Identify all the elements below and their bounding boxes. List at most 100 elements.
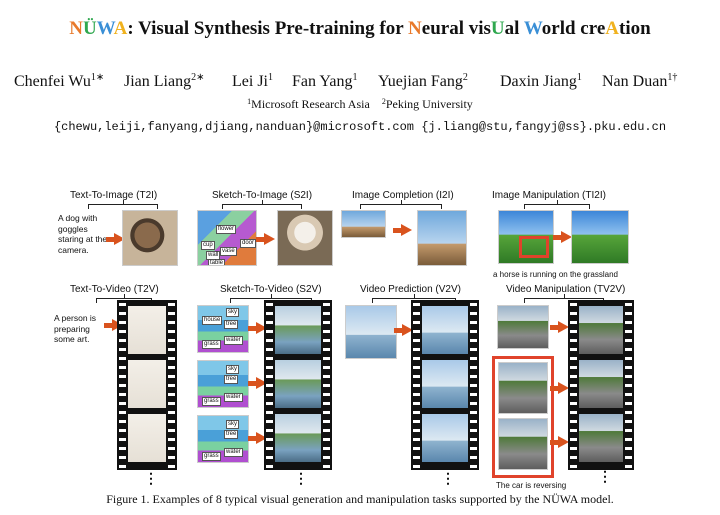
task-label-i2i: Image Completion (I2I)	[352, 190, 454, 201]
task-label-tv2v: Video Manipulation (TV2V)	[506, 284, 626, 295]
paper-title: NÜWA: Visual Synthesis Pre-training for …	[0, 18, 720, 40]
bracket	[524, 200, 590, 209]
title-letter-w2: W	[523, 18, 542, 39]
segment-label: tree	[224, 430, 239, 439]
author: Daxin Jiang1	[500, 72, 582, 90]
video-frame	[579, 414, 623, 462]
segment-label: cup	[201, 241, 215, 250]
video-frame	[422, 414, 468, 462]
author-emails: {chewu,leiji,fanyang,djiang,nanduan}@mic…	[53, 120, 667, 134]
manipulation-region	[492, 356, 554, 478]
image-dog-goggles	[122, 210, 178, 266]
image-completed-tower	[417, 210, 467, 266]
segment-label: water	[224, 448, 243, 457]
title-letter-n2: N	[408, 18, 422, 39]
title-part: eural vis	[421, 18, 491, 39]
arrow-icon	[550, 321, 569, 333]
arrow-icon	[550, 382, 569, 394]
arrow-icon	[393, 224, 412, 236]
filmstrip-v2v	[411, 300, 479, 470]
video-frame	[579, 360, 623, 408]
title-part: al	[504, 18, 524, 39]
segment-label: grass	[202, 452, 221, 461]
bracket	[360, 200, 442, 209]
prompt-t2i: A dog with goggles staring at the camera…	[58, 213, 108, 255]
image-road-input	[497, 305, 549, 349]
video-frame	[275, 414, 321, 462]
image-partial-tower	[341, 210, 386, 238]
task-label-ti2i: Image Manipulation (TI2I)	[492, 190, 606, 201]
segment-label: house	[202, 316, 223, 325]
title-letter-w: W	[96, 18, 114, 39]
filmstrip-s2v	[264, 300, 332, 470]
filmstrip-tv2v	[568, 300, 634, 470]
author: Jian Liang2∗	[124, 72, 205, 90]
arrow-icon	[550, 436, 569, 448]
prompt-t2v: A person is preparing some art.	[54, 313, 97, 344]
prompt-ti2i: a horse is running on the grassland	[493, 270, 618, 279]
image-road-edit-2	[498, 418, 548, 470]
figure-caption: Figure 1. Examples of 8 typical visual g…	[106, 492, 614, 506]
ellipsis: ⋮	[144, 470, 158, 486]
author-list: Chenfei Wu1∗ Jian Liang2∗ Lei Ji1 Fan Ya…	[14, 72, 714, 96]
image-horse-grassland	[571, 210, 629, 264]
filmstrip-t2v	[117, 300, 177, 470]
segment-label: water	[224, 336, 243, 345]
image-flowers	[277, 210, 333, 266]
segment-label: water	[224, 393, 243, 402]
sketch-map-s2i: flower door cup vase wall table	[197, 210, 257, 266]
title-letter-u: Ü	[83, 18, 97, 39]
video-frame	[128, 360, 166, 408]
video-frame	[422, 360, 468, 408]
segment-label: flower	[216, 225, 237, 234]
author: Chenfei Wu1∗	[14, 72, 105, 90]
segment-label: door	[240, 239, 256, 248]
segment-label: vase	[220, 247, 237, 256]
video-frame	[128, 306, 166, 354]
segment-label: table	[208, 259, 226, 266]
author: Lei Ji1	[232, 72, 273, 90]
image-road-edit-1	[498, 362, 548, 414]
ellipsis: ⋮	[294, 470, 308, 486]
sketch-map-s2v-3: sky tree grass water	[197, 415, 249, 463]
video-frame	[128, 414, 166, 462]
segment-label: grass	[202, 340, 221, 349]
bracket	[88, 200, 158, 209]
arrow-icon	[248, 432, 267, 444]
author: Yuejian Fang2	[378, 72, 468, 90]
image-sailboat-input	[345, 305, 397, 359]
title-letter-n: N	[69, 18, 84, 39]
video-frame	[275, 306, 321, 354]
title-main: : Visual Synthesis Pre-training for	[127, 18, 409, 39]
segment-label: sky	[226, 420, 239, 429]
arrow-icon	[248, 322, 267, 334]
title-part: orld cre	[541, 18, 606, 39]
sketch-map-s2v-2: sky tree grass water	[197, 360, 249, 408]
manipulation-region	[519, 236, 549, 258]
title-letter-a: A	[113, 18, 128, 39]
task-label-t2i: Text-To-Image (T2I)	[70, 190, 158, 201]
task-label-t2v: Text-To-Video (T2V)	[70, 284, 159, 295]
arrow-icon	[256, 233, 275, 245]
arrow-icon	[553, 231, 572, 243]
segment-label: sky	[226, 365, 239, 374]
task-label-v2v: Video Prediction (V2V)	[360, 284, 461, 295]
video-frame	[579, 306, 623, 354]
prompt-tv2v: The car is reversing	[496, 481, 567, 490]
author: Fan Yang1	[292, 72, 358, 90]
title-part: tion	[619, 18, 651, 39]
arrow-icon	[394, 324, 413, 336]
segment-label: tree	[224, 320, 239, 329]
video-frame	[422, 306, 468, 354]
arrow-icon	[248, 377, 267, 389]
task-label-s2v: Sketch-To-Video (S2V)	[220, 284, 322, 295]
segment-label: sky	[226, 308, 239, 317]
ellipsis: ⋮	[598, 468, 612, 484]
bracket	[222, 200, 302, 209]
segment-label: grass	[202, 397, 221, 406]
author: Nan Duan1†	[602, 72, 678, 90]
title-letter-u2: U	[490, 18, 505, 39]
arrow-icon	[106, 233, 125, 245]
affiliations: 1Microsoft Research Asia 2Peking Univers…	[247, 97, 473, 111]
ellipsis: ⋮	[441, 470, 455, 486]
